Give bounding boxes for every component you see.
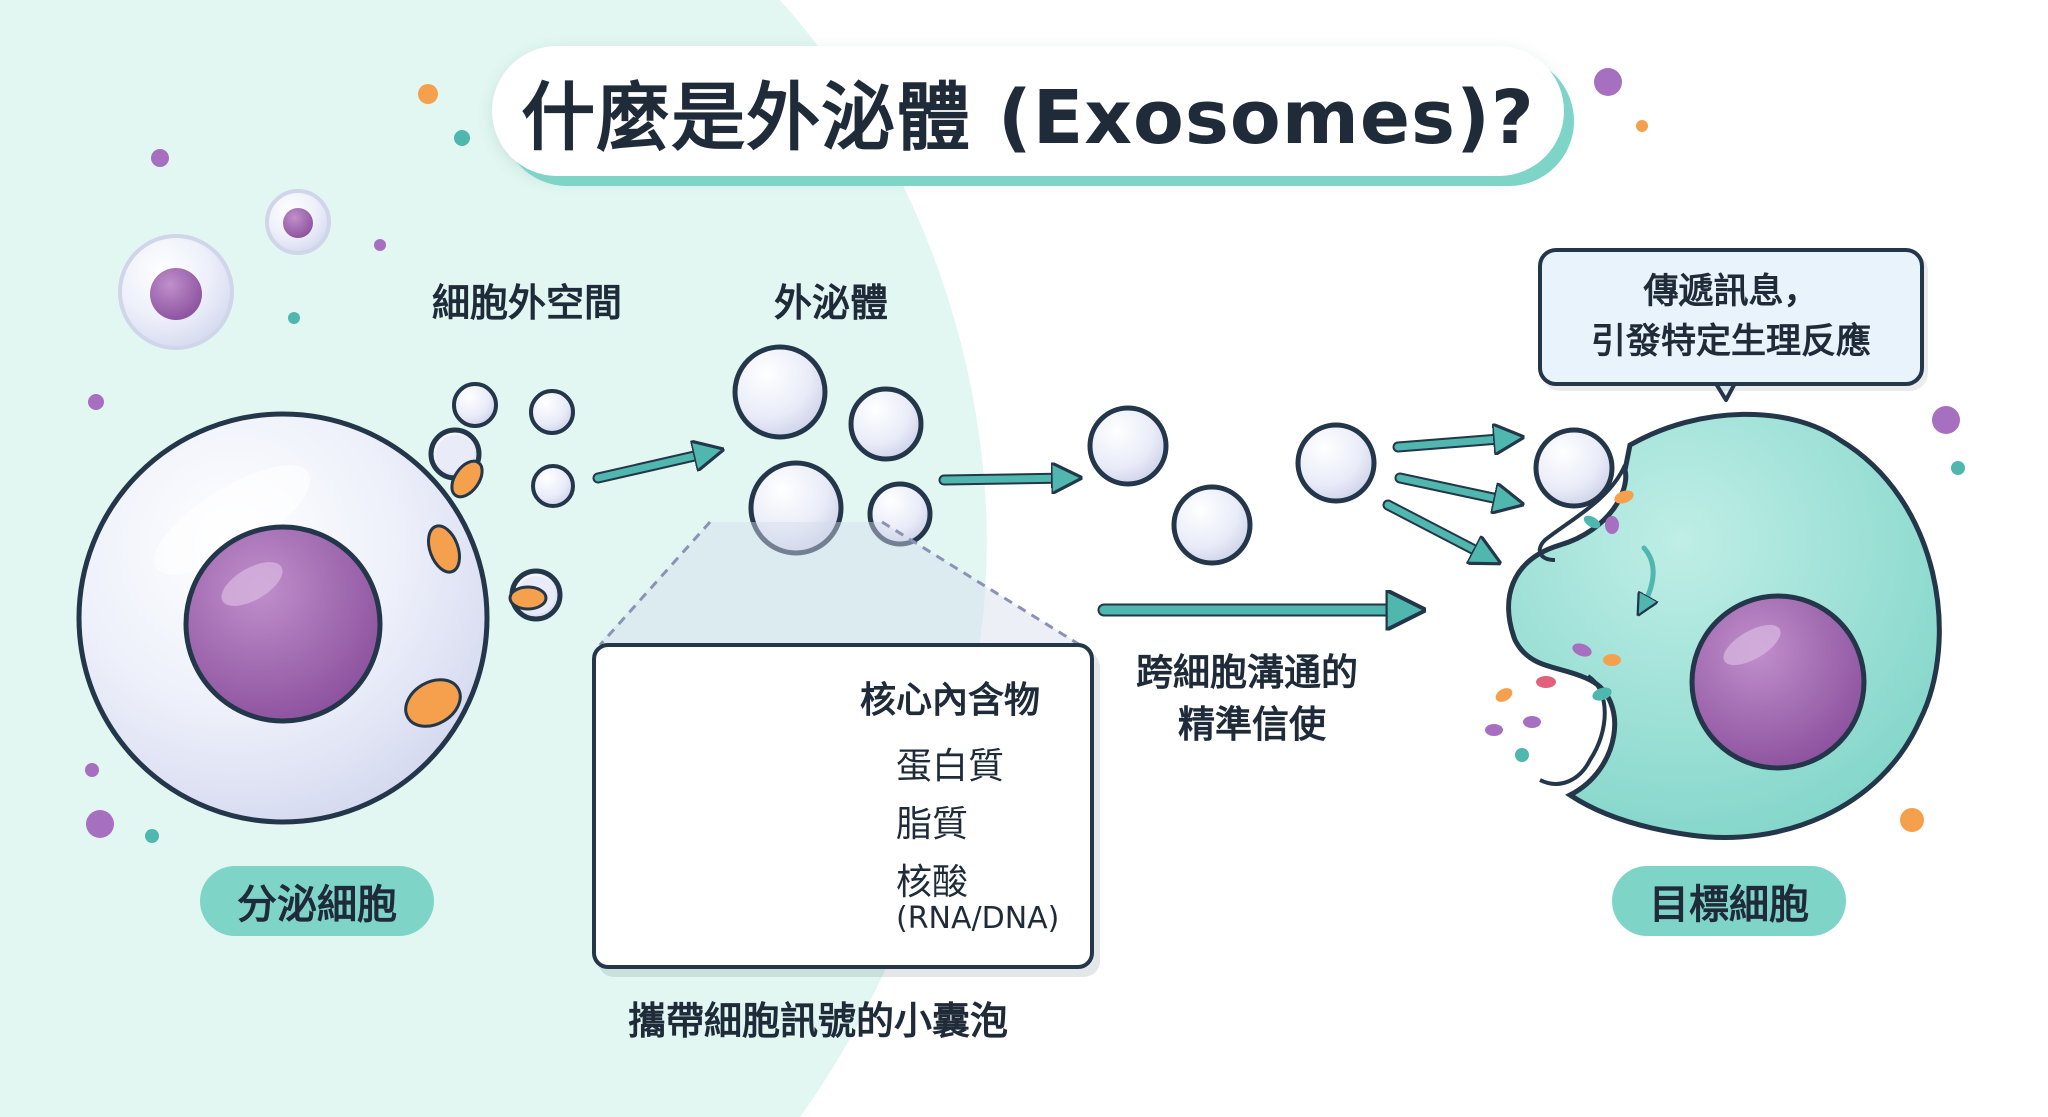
- bubble-line-2: 引發特定生理反應: [1590, 322, 1871, 362]
- secreting-cell: [76, 411, 563, 825]
- arrow-uptake-2: [1394, 472, 1512, 502]
- bubble-line-1: 傳遞訊息，: [1643, 272, 1819, 312]
- contents-inset: 核心內含物 蛋白質 脂質 核酸 (RNA/DNA): [592, 643, 1094, 969]
- page-title: 什麼是外泌體 (Exosomes)?: [521, 74, 1535, 161]
- zoom-projection: [598, 522, 1080, 645]
- cargo-protein-label: 蛋白質: [896, 746, 1005, 787]
- budding-vesicles: [452, 382, 575, 508]
- arrow-uptake-3: [1382, 499, 1490, 558]
- messenger-label-line2: 精準信使: [1178, 703, 1326, 746]
- floating-cell-small: [265, 189, 331, 255]
- arrow-uptake-1: [1392, 438, 1512, 447]
- secreting-cell-tag: 分泌細胞: [200, 866, 434, 936]
- title-pill: 什麼是外泌體 (Exosomes)?: [492, 46, 1564, 176]
- cargo-nucleic-acid-sublabel: (RNA/DNA): [896, 901, 1060, 936]
- target-cell-nucleus: [1689, 593, 1867, 771]
- cargo-nucleic-acid-label: 核酸: [896, 862, 969, 903]
- floating-cell-large: [118, 234, 234, 350]
- arrow-travel: [938, 478, 1070, 480]
- exosome-cluster: [732, 344, 933, 556]
- target-cell-tag: 目標細胞: [1612, 866, 1846, 936]
- arrow-release: [592, 452, 712, 484]
- cargo-lipid-label: 脂質: [896, 804, 969, 845]
- extracellular-space-label: 細胞外空間: [432, 281, 623, 325]
- docking-exosome: [1533, 427, 1615, 509]
- traveling-exosomes: [1087, 405, 1377, 566]
- flow-arrows: [592, 438, 1512, 610]
- decorative-dots: [85, 68, 1965, 843]
- response-speech-bubble: 傳遞訊息， 引發特定生理反應: [1538, 248, 1924, 386]
- secreting-cell-nucleus: [183, 524, 383, 724]
- target-cell: [1485, 411, 1942, 840]
- messenger-label-line1: 跨細胞溝通的: [1136, 651, 1358, 694]
- inset-heading: 核心內含物: [860, 680, 1041, 721]
- exosome-label: 外泌體: [774, 281, 889, 325]
- vesicle-caption: 攜帶細胞訊號的小囊泡: [628, 999, 1009, 1043]
